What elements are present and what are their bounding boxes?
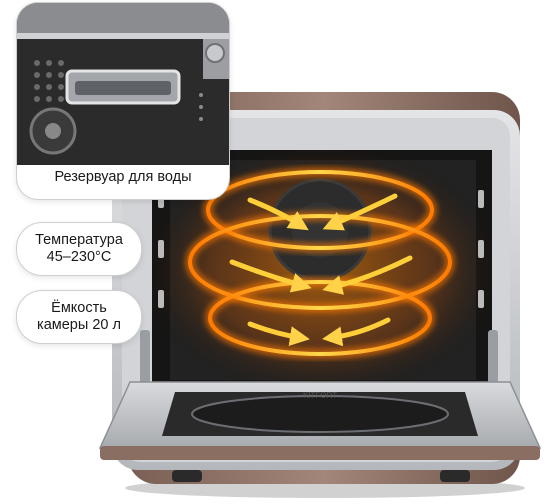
capacity-value: камеры 20 л (37, 317, 121, 333)
reservoir-photo (17, 3, 229, 165)
reservoir-inset: Резервуар для воды (16, 2, 230, 200)
brand-mark: KITFORT (303, 391, 337, 400)
convection-heat-rings (185, 167, 455, 359)
oven-feet (172, 470, 470, 482)
capacity-callout: Ёмкость камеры 20 л (16, 290, 142, 344)
temperature-callout: Температура 45–230°C (16, 222, 142, 276)
capacity-label: Ёмкость (51, 299, 107, 316)
temperature-label: Температура (35, 231, 123, 248)
convection-arrows (229, 193, 413, 347)
temperature-range: 45–230°C (46, 249, 112, 265)
open-door: KITFORT (98, 381, 542, 460)
door-hinges (140, 330, 498, 386)
reservoir-caption: Резервуар для воды (54, 169, 192, 185)
